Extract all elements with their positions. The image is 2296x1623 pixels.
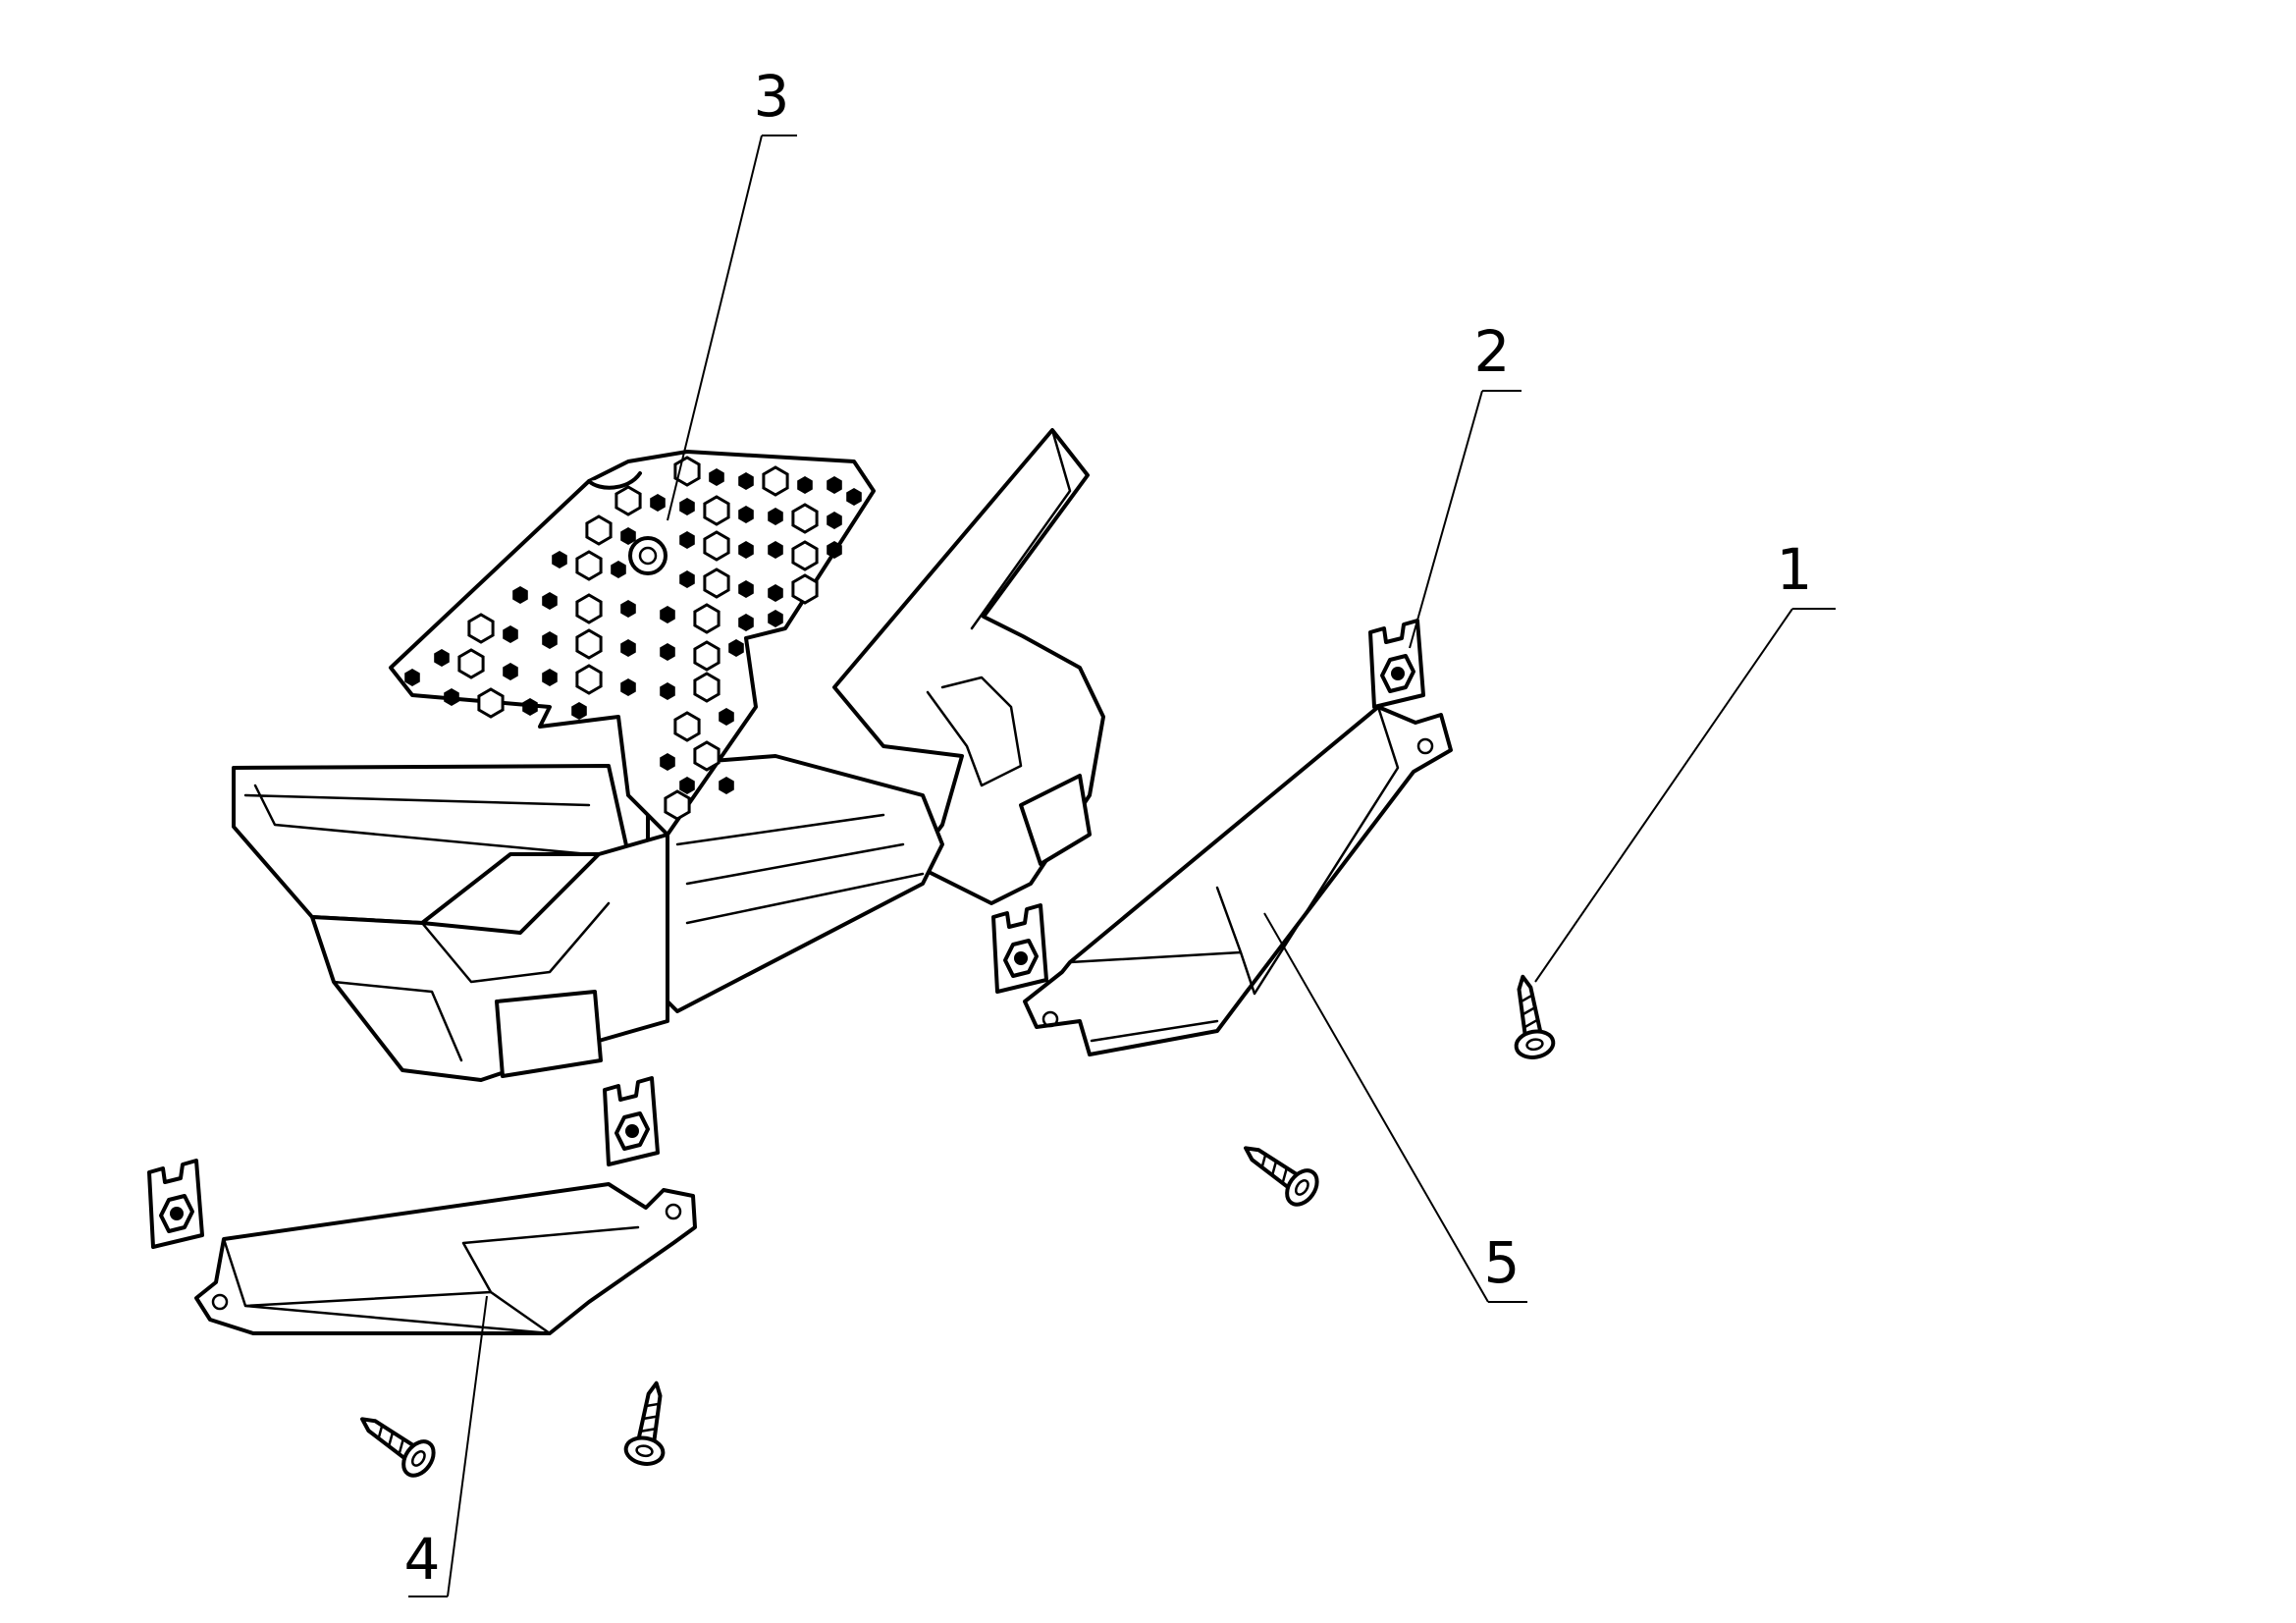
mesh-hole: [738, 580, 754, 598]
mesh-grille: [389, 450, 876, 837]
mesh-hole: [673, 711, 701, 742]
mesh-hole: [660, 643, 675, 661]
leader-line-1: [1534, 608, 1793, 983]
mesh-hole: [503, 663, 518, 680]
left-side-cover: [194, 1182, 697, 1335]
mesh-hole: [660, 606, 675, 623]
leader-line-2: [1409, 390, 1483, 649]
leader-line-5: [1263, 912, 1489, 1303]
mesh-hole: [679, 777, 695, 794]
mesh-hole: [719, 777, 734, 794]
leader-line-3: [667, 135, 763, 521]
clip-nut-icon: [603, 1076, 660, 1166]
mesh-hole: [693, 640, 721, 672]
mesh-hole: [768, 584, 783, 602]
mesh-hole: [575, 664, 603, 695]
mesh-hole: [797, 476, 813, 494]
mesh-hole: [620, 527, 636, 545]
mesh-hole: [679, 570, 695, 588]
mesh-hole: [693, 672, 721, 703]
mesh-hole: [738, 506, 754, 523]
mesh-hole: [503, 625, 518, 643]
mesh-hole: [738, 614, 754, 631]
mesh-hole: [679, 498, 695, 515]
screw-icon: [349, 1401, 442, 1484]
mesh-hole: [728, 639, 744, 657]
mesh-hole: [762, 465, 789, 497]
mesh-hole: [620, 600, 636, 618]
screw-icon: [1233, 1130, 1325, 1213]
mesh-hole: [552, 551, 567, 568]
mesh-hole: [620, 678, 636, 696]
mesh-hole: [738, 472, 754, 490]
mesh-hole: [703, 568, 730, 599]
mesh-hole: [650, 494, 666, 512]
mesh-hole: [585, 514, 613, 546]
mesh-hole: [512, 586, 528, 604]
clip-nut-icon: [1368, 619, 1425, 709]
mesh-hole: [768, 508, 783, 525]
front-bracket: [232, 428, 1105, 1082]
mesh-hole: [719, 708, 734, 726]
mesh-hole: [703, 530, 730, 562]
mesh-hole: [611, 561, 626, 578]
screw-icon: [621, 1378, 677, 1469]
mesh-hole: [693, 603, 721, 634]
mesh-hole: [542, 631, 558, 649]
mesh-hole: [827, 512, 842, 529]
callout-1: 1: [1777, 536, 1813, 603]
mesh-hole: [542, 592, 558, 610]
callout-3: 3: [754, 63, 790, 130]
mesh-hole: [768, 610, 783, 627]
mesh-hole: [575, 550, 603, 581]
mesh-hole: [791, 540, 819, 571]
leader-line-4: [447, 1295, 488, 1597]
mesh-hole: [738, 541, 754, 559]
callout-2: 2: [1474, 318, 1511, 385]
mesh-hole: [791, 503, 819, 534]
right-side-cover: [1023, 705, 1453, 1056]
mesh-hole: [703, 495, 730, 526]
mesh-hole: [477, 687, 505, 719]
mesh-hole: [846, 488, 862, 506]
mesh-hole: [827, 476, 842, 494]
mesh-hole: [827, 541, 842, 559]
mesh-hole: [522, 698, 538, 716]
mesh-hole: [693, 740, 721, 772]
mesh-hole: [542, 669, 558, 686]
callout-5: 5: [1484, 1229, 1521, 1296]
mesh-hole: [679, 531, 695, 549]
mesh-hole: [575, 628, 603, 660]
mesh-hole: [457, 648, 485, 679]
mesh-hole: [614, 485, 642, 516]
screw-icon: [1502, 971, 1558, 1062]
mesh-hole: [467, 613, 495, 644]
mesh-hole: [791, 573, 819, 605]
mesh-hole: [660, 753, 675, 771]
mesh-hole: [664, 789, 691, 821]
mesh-hole: [768, 541, 783, 559]
mesh-hole: [709, 468, 724, 486]
clip-nut-icon: [991, 903, 1048, 994]
mesh-hole: [571, 702, 587, 720]
callout-4: 4: [404, 1526, 441, 1593]
mesh-hole: [404, 669, 420, 686]
mesh-hole: [575, 593, 603, 624]
mesh-hole: [660, 682, 675, 700]
mesh-hole: [620, 639, 636, 657]
mesh-hole: [434, 649, 450, 667]
mesh-hole: [444, 688, 459, 706]
clip-nut-icon: [147, 1159, 204, 1249]
